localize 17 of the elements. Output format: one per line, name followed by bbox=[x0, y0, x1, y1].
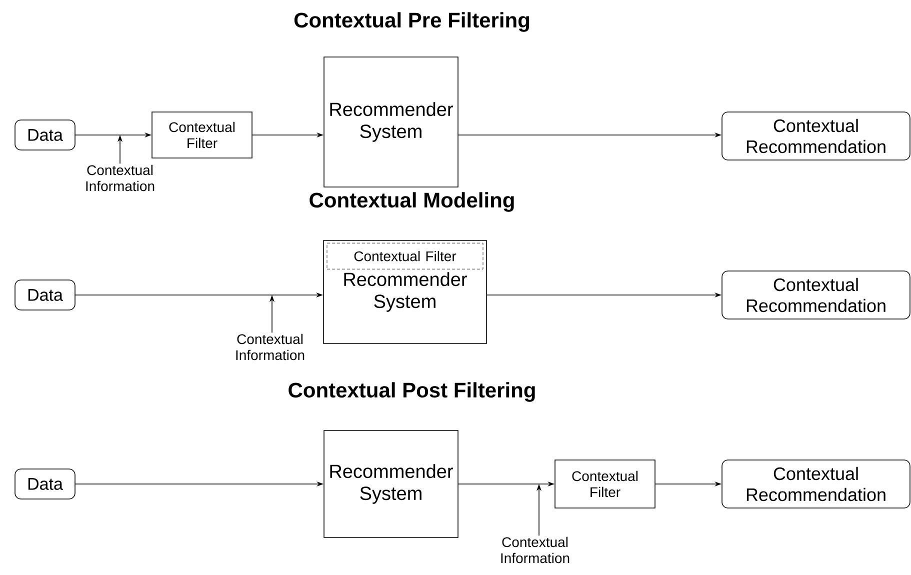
info-text: Contextual Information bbox=[86, 164, 154, 192]
section-heading: Contextual Modeling bbox=[310, 192, 514, 212]
dashed-box: Contextual Filter bbox=[326, 242, 484, 270]
info-text: Contextual Information bbox=[236, 334, 304, 360]
rounded-box: Data bbox=[14, 120, 76, 150]
process-box: Recommender System bbox=[324, 56, 458, 188]
process-box: Contextual Filter bbox=[152, 112, 252, 158]
rounded-box: Contextual Recommendation bbox=[722, 112, 910, 160]
info-text: Contextual Information bbox=[501, 536, 570, 564]
section-heading: Contextual Post Filtering bbox=[288, 382, 535, 402]
rounded-box: Data bbox=[14, 468, 76, 500]
rounded-box: Data bbox=[14, 280, 76, 310]
process-box: Contextual Filter bbox=[554, 460, 656, 508]
rounded-box: Contextual Recommendation bbox=[722, 270, 910, 320]
rounded-box: Contextual Recommendation bbox=[722, 460, 910, 508]
section-heading: Contextual Pre Filtering bbox=[294, 12, 529, 32]
process-box: Recommender System bbox=[324, 430, 458, 538]
